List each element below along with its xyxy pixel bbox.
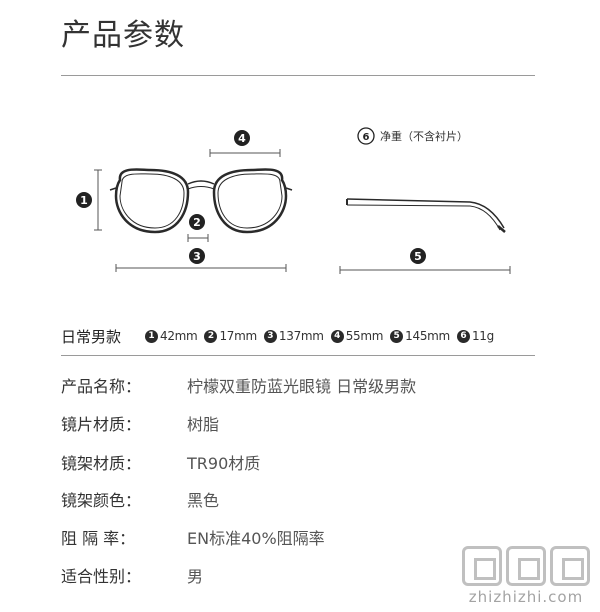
spec-value: 42mm (160, 329, 198, 343)
spec-value: 137mm (278, 329, 324, 343)
watermark-site: zhizhizhi.com (468, 588, 584, 606)
property-value: EN标准40%阻隔率 (187, 529, 325, 548)
marker-badge: 3 (263, 329, 277, 343)
spec-item-4: 4 55mm (330, 329, 384, 343)
property-row-lens-material: 镜片材质： 树脂 (61, 414, 219, 436)
bridge-lower (187, 186, 215, 190)
spec-value: 55mm (345, 329, 384, 343)
spec-value: 145mm (405, 329, 450, 343)
dim-line-2 (187, 234, 209, 242)
marker-badge: 6 (456, 329, 470, 343)
marker-badge: 4 (330, 329, 344, 343)
property-label: 适合性别： (61, 567, 142, 586)
property-row-block-rate: 阻 隔 率： EN标准40%阻隔率 (61, 528, 325, 550)
page-title: 产品参数 (61, 18, 185, 53)
dim-line-1 (94, 169, 102, 231)
svg-text:6: 6 (363, 132, 370, 143)
property-row-product-name: 产品名称： 柠檬双重防蓝光眼镜 日常级男款 (61, 376, 416, 398)
marker-6: 6 (357, 127, 375, 145)
left-lens-outline (114, 168, 190, 234)
property-label: 镜架材质： (61, 454, 142, 473)
watermark-logo-icon (462, 546, 590, 586)
dim-line-4 (209, 149, 281, 157)
dim-line-3 (115, 264, 287, 272)
marker-3: 3 (189, 248, 205, 264)
property-row-frame-color: 镜架颜色： 黑色 (61, 490, 219, 512)
svg-text:2: 2 (193, 216, 201, 229)
net-weight-label: 净重（不含衬片） (380, 129, 468, 143)
spec-item-2: 2 17mm (204, 329, 257, 343)
property-value: 柠檬双重防蓝光眼镜 日常级男款 (187, 377, 417, 396)
property-label: 镜架颜色： (61, 491, 142, 510)
spec-value: 11g (471, 329, 494, 343)
property-row-gender: 适合性别： 男 (61, 566, 203, 588)
spec-item-3: 3 137mm (263, 329, 324, 343)
watermark: zhizhizhi.com (462, 546, 590, 606)
spec-row: 日常男款 1 42mm 2 17mm 3 137mm 4 55mm 5 145m… (61, 326, 560, 346)
marker-badge: 2 (204, 329, 218, 343)
property-row-frame-material: 镜架材质： TR90材质 (61, 453, 260, 475)
property-value: 树脂 (187, 415, 220, 434)
spec-divider (61, 355, 535, 356)
bridge (187, 180, 215, 185)
spec-value: 17mm (219, 329, 257, 343)
spec-item-5: 5 145mm (390, 329, 450, 343)
marker-2: 2 (189, 214, 205, 230)
left-temple-hinge (109, 187, 117, 191)
svg-text:1: 1 (80, 194, 88, 207)
marker-4: 4 (234, 130, 250, 146)
marker-badge: 5 (390, 329, 404, 343)
svg-text:3: 3 (193, 250, 201, 263)
dim-line-5 (339, 266, 511, 274)
glasses-diagram: 1 2 3 4 5 6 净重（不含衬片） (76, 127, 511, 274)
property-label: 镜片材质： (61, 415, 142, 434)
right-lens-outline (212, 168, 288, 234)
temple-side-view (346, 198, 506, 233)
property-label: 产品名称： (61, 377, 142, 396)
right-temple-hinge (285, 187, 293, 191)
property-value: 黑色 (187, 491, 220, 510)
svg-text:5: 5 (414, 250, 422, 263)
title-divider (61, 75, 535, 76)
marker-5: 5 (410, 248, 426, 264)
marker-badge: 1 (145, 329, 158, 343)
spec-label: 日常男款 (61, 327, 122, 346)
marker-1: 1 (76, 192, 92, 208)
property-label: 阻 隔 率： (61, 529, 136, 548)
spec-item-6: 6 11g (456, 329, 494, 343)
right-lens-inner (217, 173, 283, 229)
property-value: TR90材质 (187, 454, 261, 473)
left-lens-inner (119, 173, 185, 229)
glasses-front-view (109, 168, 293, 234)
property-value: 男 (187, 567, 204, 586)
svg-text:4: 4 (238, 132, 246, 145)
spec-item-1: 1 42mm (145, 329, 198, 343)
